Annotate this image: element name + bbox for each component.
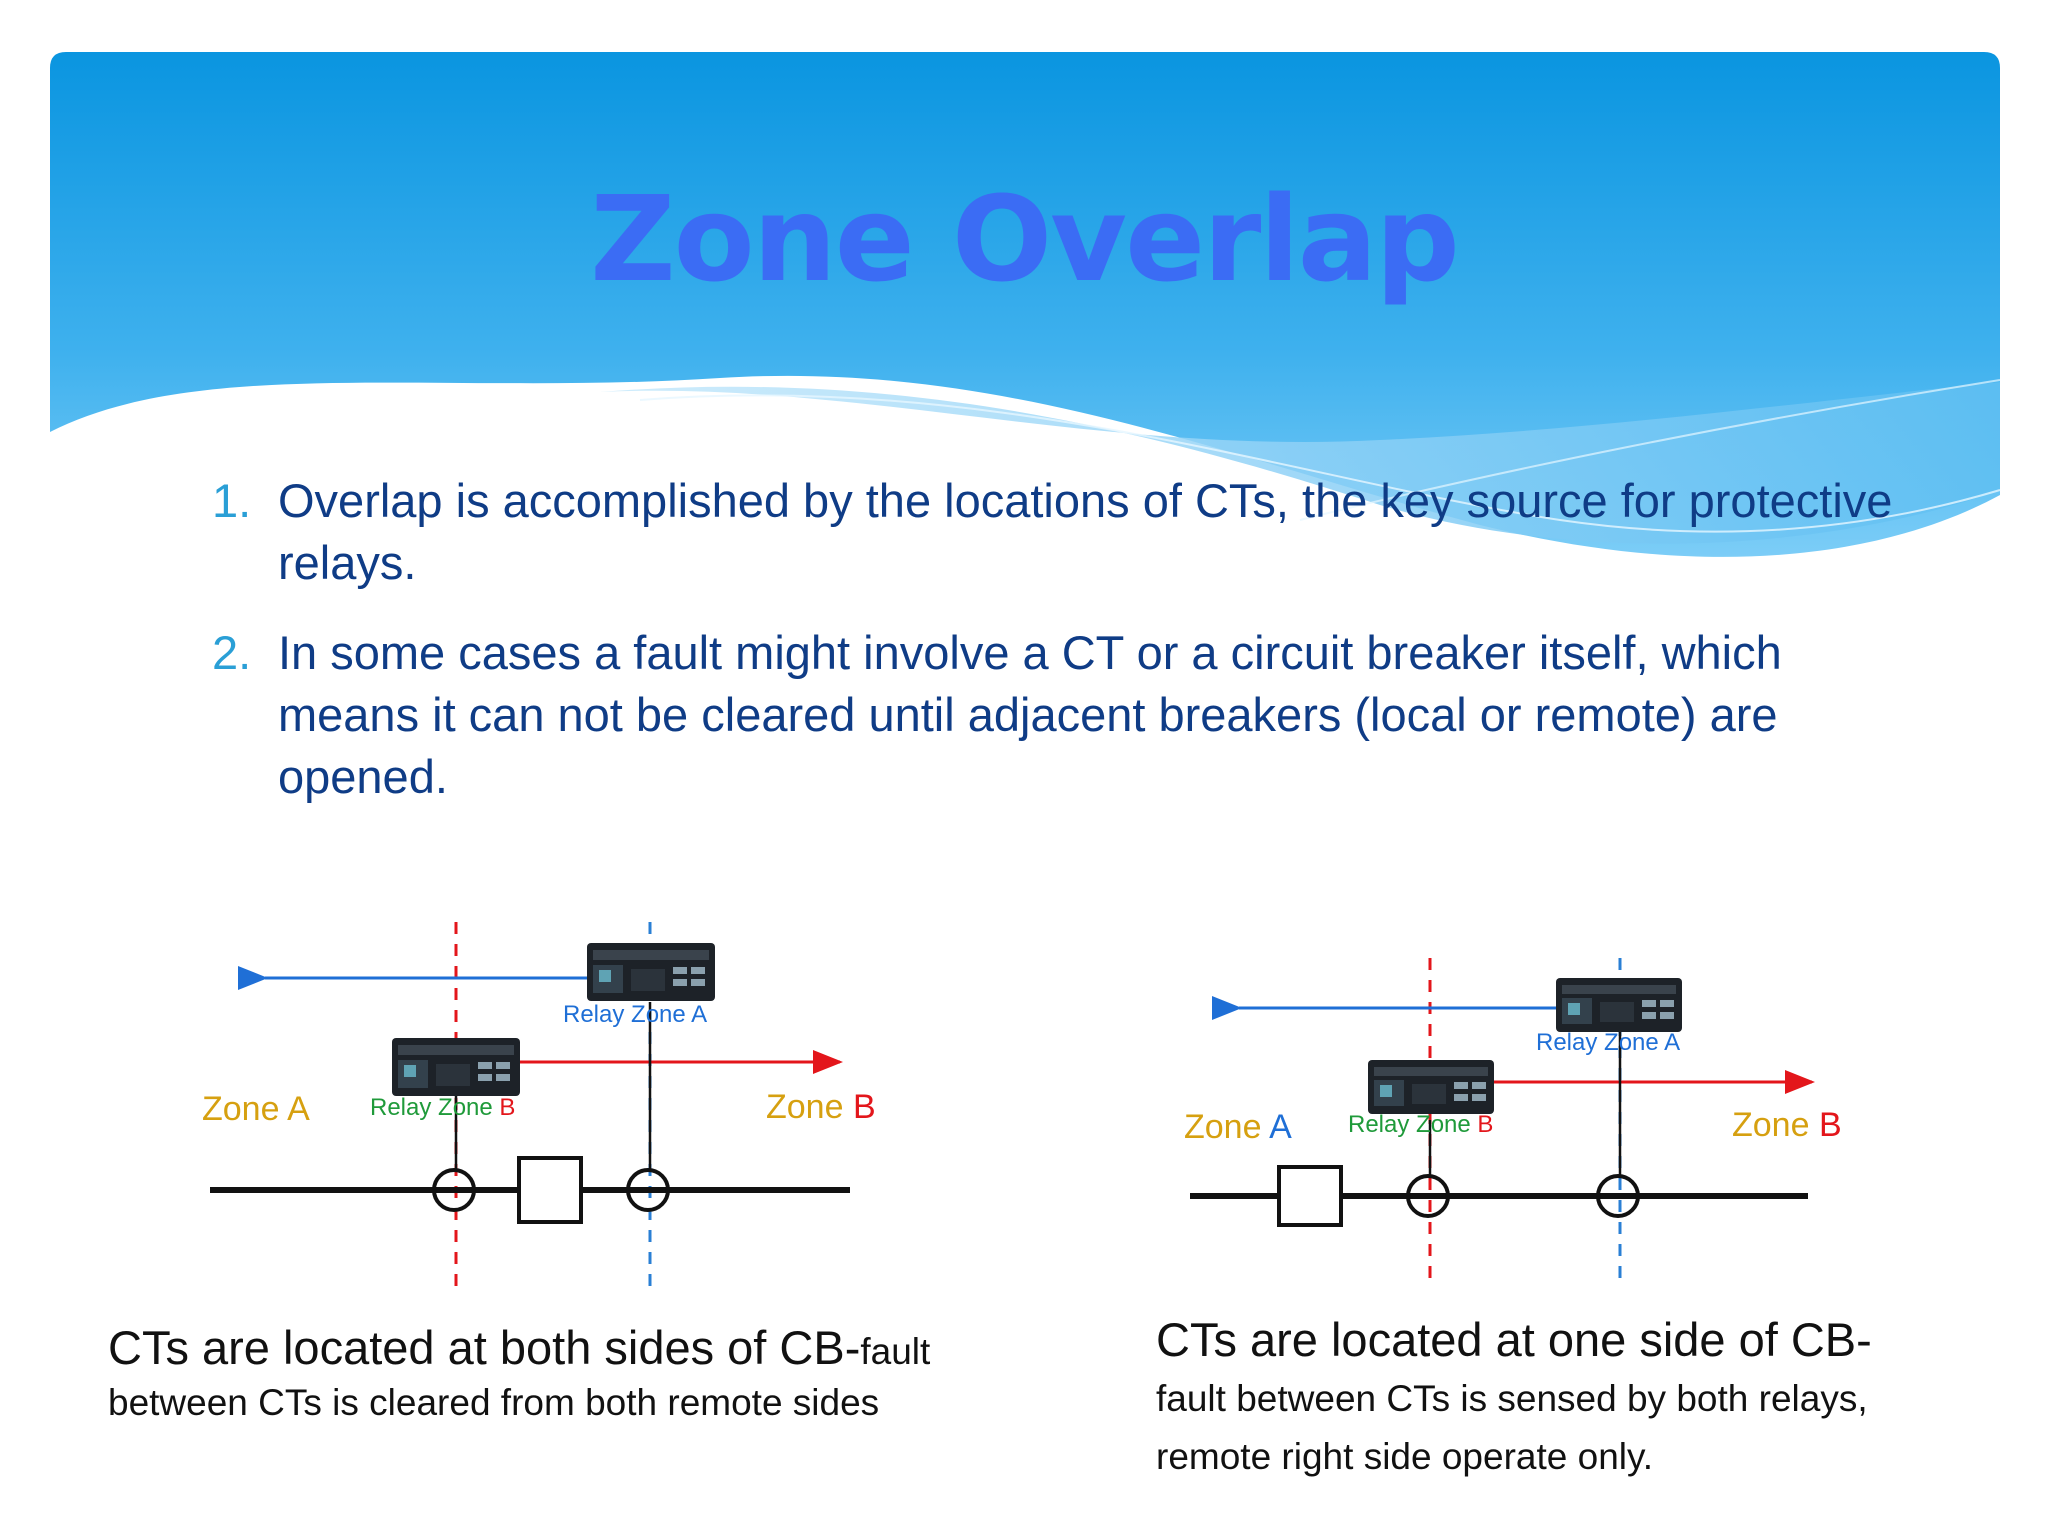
bullet-number: 2. [212, 626, 252, 679]
caption-main: CTs are located at one side of CB- [1156, 1313, 1872, 1366]
caption-line: between CTs is cleared from both remote … [108, 1382, 880, 1423]
circuit-breaker [517, 1156, 583, 1224]
banner-wave-highlight [1299, 379, 2001, 521]
ct-circle [1406, 1174, 1450, 1218]
list-item: 1. Overlap is accomplished by the locati… [212, 470, 1932, 594]
caption-line: remote right side operate only. [1156, 1436, 1654, 1477]
slide-title: Zone Overlap [590, 170, 1460, 308]
relay-zone-b-label: Relay Zone B [1348, 1111, 1493, 1138]
diagram-left: Relay Zone A Relay Zone B Zone A Zone B … [108, 922, 1008, 1424]
bullet-list: 1. Overlap is accomplished by the locati… [212, 470, 1932, 836]
bullet-text: In some cases a fault might involve a CT… [278, 626, 1782, 803]
ct-circle [432, 1168, 476, 1212]
caption-main: CTs are located at both sides of CB- [108, 1321, 861, 1374]
diagram-left-caption: CTs are located at both sides of CB-faul… [108, 1318, 1008, 1424]
relay-icon [1368, 1060, 1494, 1114]
diagram-right: Relay Zone A Relay Zone B Zone A Zone B … [1024, 0, 2048, 1536]
diagram-right-caption: CTs are located at one side of CB- fault… [1156, 1310, 2036, 1486]
circuit-breaker [1277, 1165, 1343, 1227]
zone-b-label: Zone B [766, 1088, 876, 1126]
diagram-right-drawing: Relay Zone A Relay Zone B Zone A Zone B [1184, 958, 1842, 1286]
caption-small: fault [860, 1331, 931, 1372]
zone-a-label: Zone A [202, 1090, 310, 1128]
relay-zone-a-label: Relay Zone A [563, 1001, 707, 1028]
relay-zone-b-label: Relay Zone B [370, 1094, 515, 1121]
banner-wave-highlight [639, 394, 2001, 533]
diagram-left-drawing: Relay Zone A Relay Zone B Zone A Zone B [202, 922, 876, 1292]
bullet-text: Overlap is accomplished by the locations… [278, 474, 1893, 589]
bullet-number: 1. [212, 474, 252, 527]
caption-line: fault between CTs is sensed by both rela… [1156, 1378, 1868, 1419]
banner-background [50, 52, 2000, 557]
relay-icon [587, 943, 715, 1001]
header-banner [50, 52, 2001, 557]
relay-icon [1556, 978, 1682, 1032]
zone-a-label: Zone A [1184, 1108, 1292, 1146]
relay-icon [392, 1038, 520, 1096]
list-item: 2. In some cases a fault might involve a… [212, 622, 1932, 808]
ct-circle [626, 1168, 670, 1212]
banner-wave [600, 382, 2000, 544]
zone-b-label: Zone B [1732, 1106, 1842, 1144]
relay-zone-a-label: Relay Zone A [1536, 1029, 1680, 1056]
ct-circle [1596, 1174, 1640, 1218]
